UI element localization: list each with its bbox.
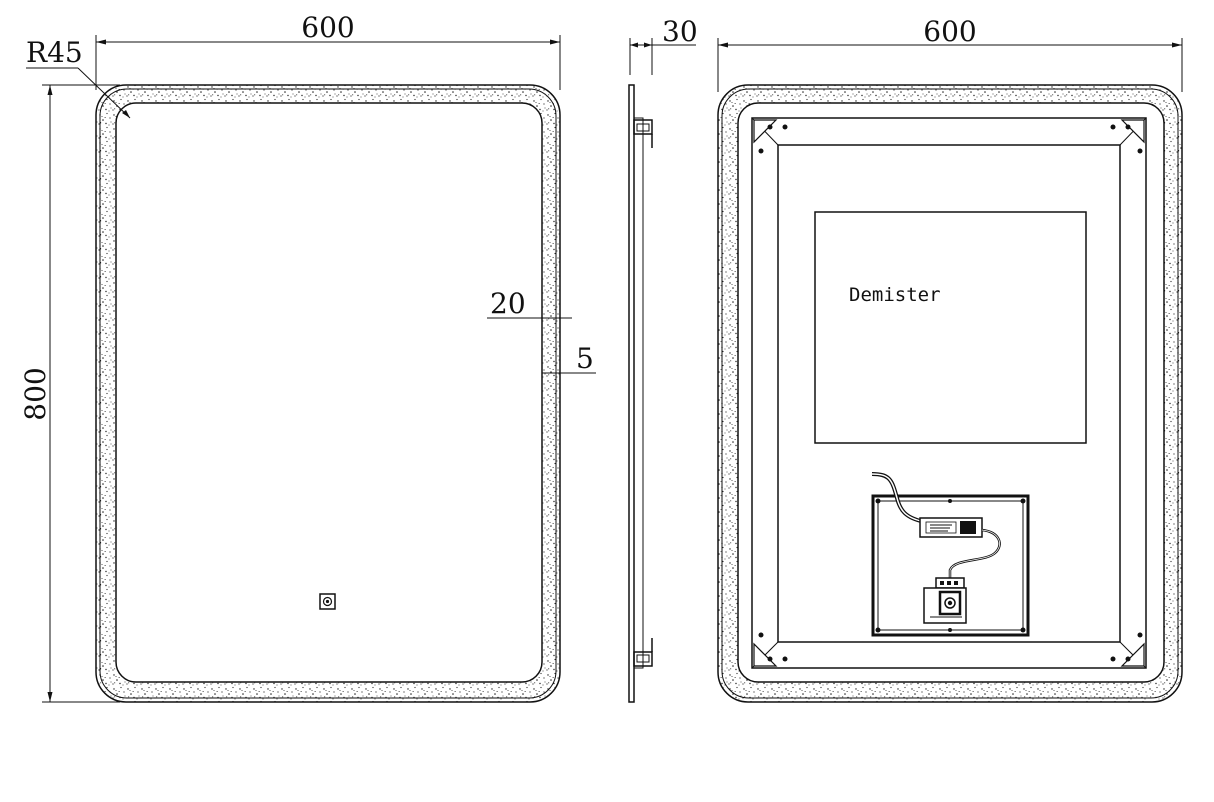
demister-label: Demister	[849, 284, 941, 306]
demister-pad	[814, 211, 1087, 444]
touch-switch-icon	[319, 593, 336, 610]
side-bottom-bracket	[633, 638, 653, 667]
corner-bracket-bottom-left	[753, 632, 788, 667]
side-view: 30	[628, 15, 698, 703]
radius-callout: R45	[26, 36, 131, 119]
side-depth-label: 30	[662, 15, 698, 48]
back-mounting-frame-outer	[751, 117, 1147, 669]
side-top-bracket	[633, 119, 653, 148]
corner-bracket-bottom-right	[1110, 632, 1145, 667]
side-glass-profile	[628, 84, 635, 703]
band-width-dimension: 20	[487, 287, 572, 326]
corner-bracket-top-right	[1110, 119, 1145, 154]
back-width-dimension: 600	[717, 15, 1183, 92]
back-outer-edge	[721, 88, 1179, 699]
band-width-label: 20	[490, 287, 526, 320]
side-frame-profile	[633, 117, 644, 669]
front-outer-edge	[99, 88, 557, 699]
front-height-label: 800	[19, 367, 52, 420]
edge-gap-label: 5	[576, 342, 594, 375]
back-frosted-band	[717, 84, 1183, 703]
back-mounting-frame-inner	[777, 144, 1121, 643]
front-frosted-band	[95, 84, 561, 703]
led-driver	[919, 517, 983, 538]
edge-gap-dimension: 5	[542, 342, 596, 380]
back-width-label: 600	[923, 15, 976, 48]
corner-bracket-top-left	[753, 119, 788, 154]
radius-label: R45	[26, 36, 83, 69]
front-view: 600 R45 800 20	[19, 11, 596, 703]
front-width-dimension: 600	[95, 11, 561, 90]
back-view: 600 Demis	[717, 15, 1183, 703]
switch-module	[923, 577, 967, 624]
front-height-dimension: 800	[19, 84, 120, 703]
front-width-label: 600	[301, 11, 354, 44]
side-depth-dimension: 30	[629, 15, 698, 75]
